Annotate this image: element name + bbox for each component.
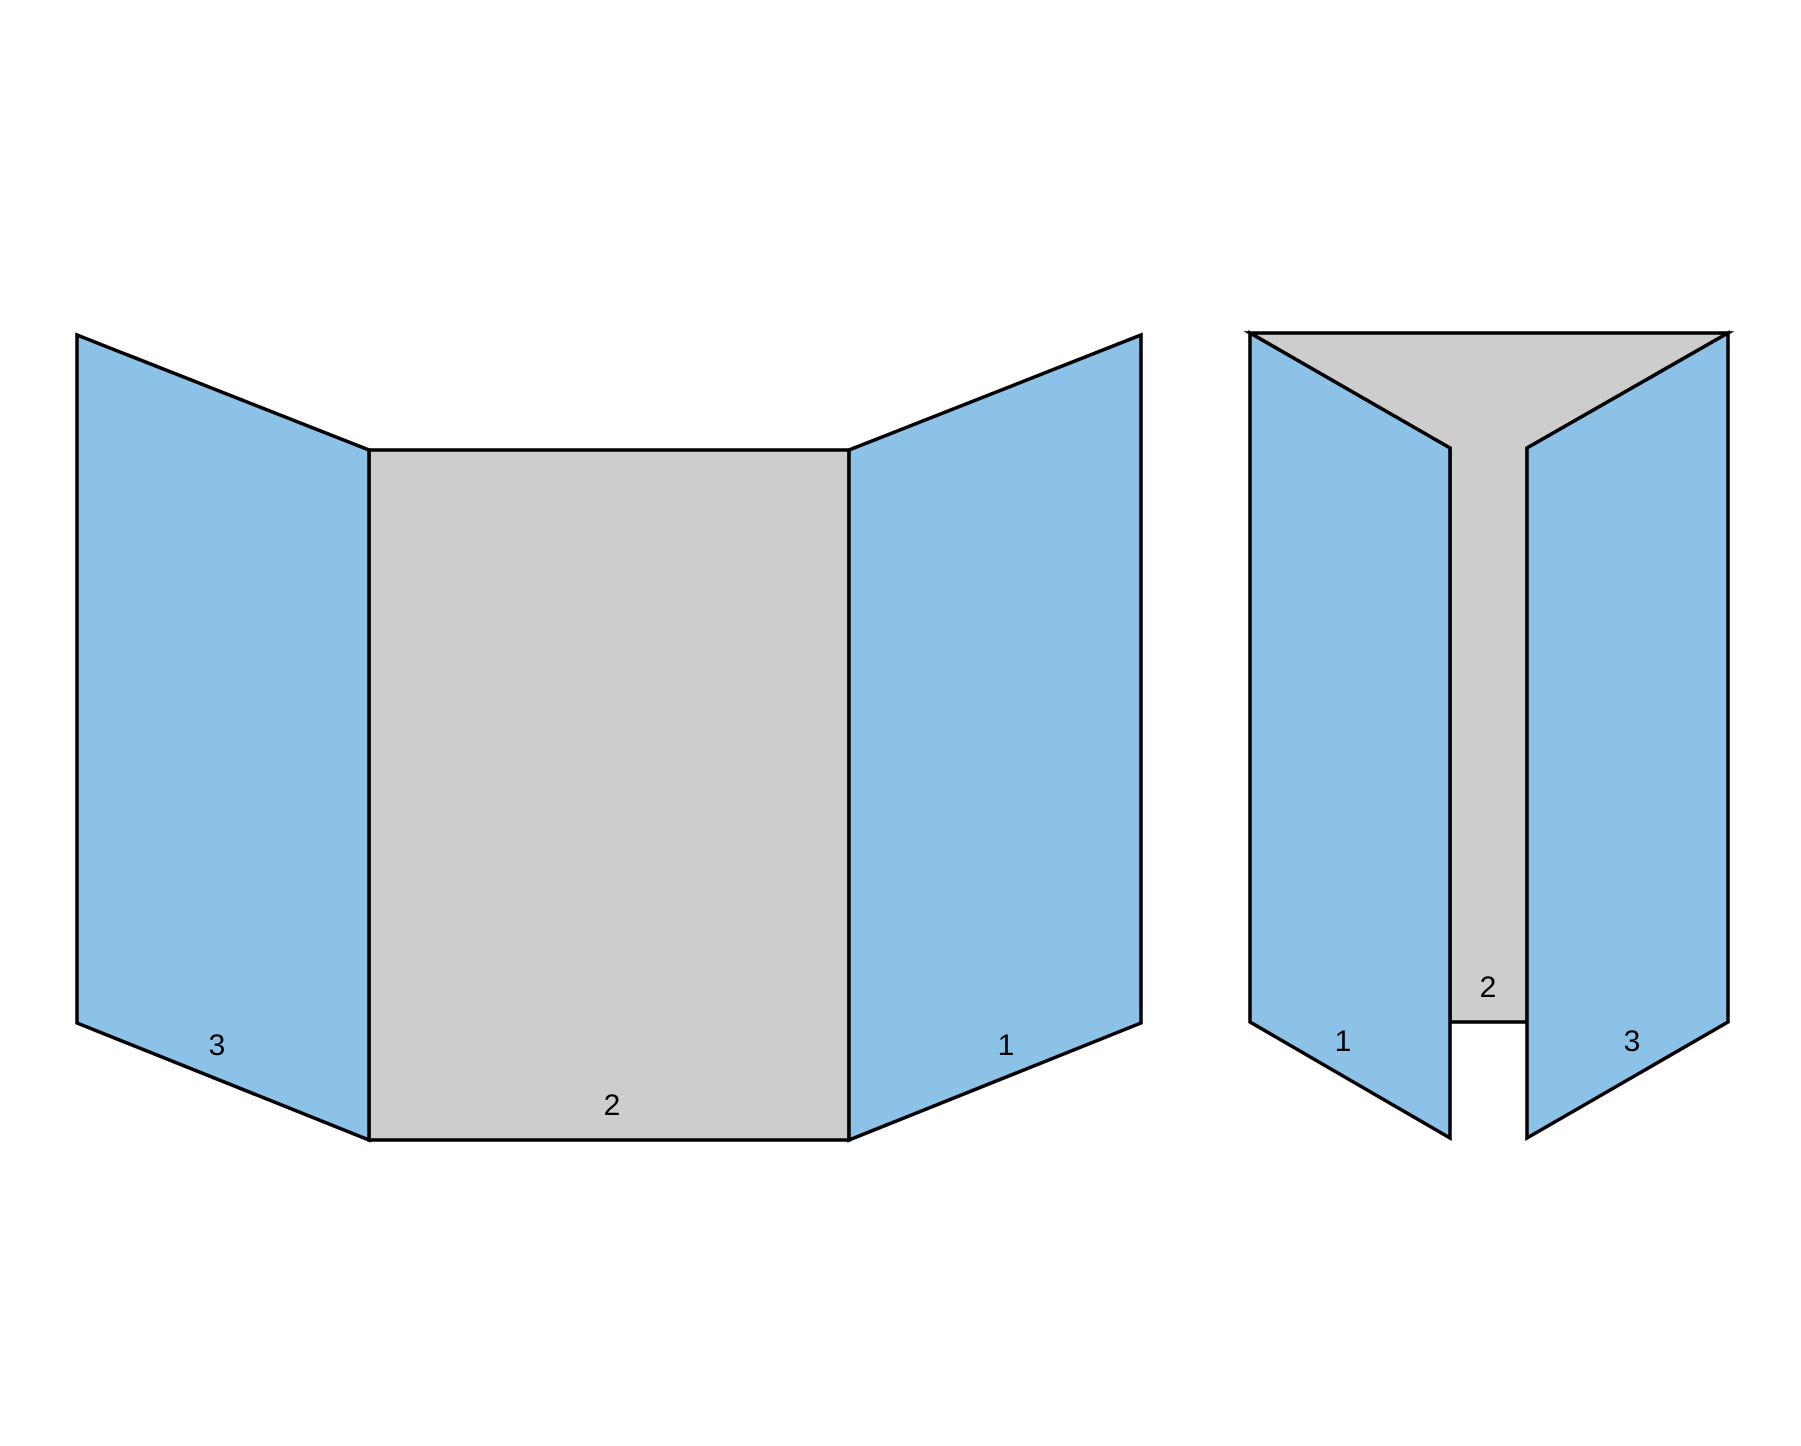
folded-right-panel xyxy=(1525,329,1730,1142)
folded-left-label: 1 xyxy=(1335,1025,1352,1058)
open-left-label: 3 xyxy=(209,1029,226,1062)
open-brochure: 3 2 1 xyxy=(75,332,1143,1143)
open-center-label: 2 xyxy=(604,1089,621,1122)
open-center-panel xyxy=(367,448,851,1142)
open-left-panel xyxy=(75,332,371,1143)
open-right-panel xyxy=(847,332,1143,1143)
open-right-label: 1 xyxy=(998,1029,1015,1062)
folded-brochure: 1 2 3 xyxy=(1243,329,1735,1142)
folded-right-label: 3 xyxy=(1624,1025,1641,1058)
folded-left-panel xyxy=(1248,329,1452,1142)
folded-center-label: 2 xyxy=(1480,971,1497,1004)
